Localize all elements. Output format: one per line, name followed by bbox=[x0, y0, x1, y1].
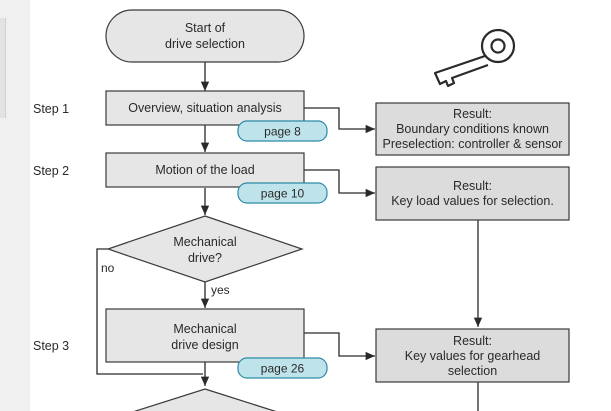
result-1-box: Result: Boundary conditions known Presel… bbox=[375, 102, 570, 156]
mechanical-drive-design-box: Mechanical drive design bbox=[105, 308, 305, 363]
result-1-line2: Preselection: controller & sensor bbox=[383, 137, 563, 151]
result-2-line1: Key load values for selection. bbox=[391, 194, 554, 208]
result-3-box: Result: Key values for gearhead selectio… bbox=[375, 328, 570, 383]
design-line2: drive design bbox=[171, 338, 238, 352]
connectors bbox=[96, 62, 483, 411]
yes-branch-label: yes bbox=[211, 283, 230, 297]
design-line1: Mechanical bbox=[173, 322, 236, 336]
overview-step-box: Overview, situation analysis bbox=[105, 90, 305, 126]
result-3-title: Result: bbox=[453, 334, 492, 348]
page-10-label: page 10 bbox=[261, 187, 305, 201]
motion-step-box: Motion of the load bbox=[105, 152, 305, 188]
page-10-link[interactable]: page 10 bbox=[237, 182, 328, 204]
result-2-title: Result: bbox=[453, 179, 492, 193]
result-2-box: Result: Key load values for selection. bbox=[375, 166, 570, 221]
result-3-line1: Key values for gearhead bbox=[405, 349, 541, 363]
step-3-label: Step 3 bbox=[33, 339, 69, 353]
page-26-link[interactable]: page 26 bbox=[237, 357, 328, 379]
no-branch-label: no bbox=[101, 261, 115, 275]
left-scroll-tab bbox=[0, 18, 6, 118]
result-3-line2: selection bbox=[448, 364, 497, 378]
result-1-title: Result: bbox=[453, 107, 492, 121]
overview-label: Overview, situation analysis bbox=[128, 101, 282, 115]
decision-line1: Mechanical bbox=[173, 235, 236, 249]
decision-line2: drive? bbox=[188, 251, 222, 265]
start-line2: drive selection bbox=[165, 37, 245, 51]
page-26-label: page 26 bbox=[261, 362, 305, 376]
step-2-label: Step 2 bbox=[33, 164, 69, 178]
start-terminal: Start of drive selection bbox=[105, 9, 305, 63]
mechanical-drive-decision: Mechanical drive? bbox=[106, 215, 304, 283]
motion-label: Motion of the load bbox=[155, 163, 254, 177]
step-1-label: Step 1 bbox=[33, 102, 69, 116]
start-line1: Start of bbox=[185, 21, 226, 35]
page-8-link[interactable]: page 8 bbox=[237, 120, 328, 142]
page-8-label: page 8 bbox=[264, 125, 301, 139]
next-decision-diamond bbox=[133, 388, 277, 411]
key-icon bbox=[433, 28, 516, 88]
result-1-line1: Boundary conditions known bbox=[396, 122, 549, 136]
